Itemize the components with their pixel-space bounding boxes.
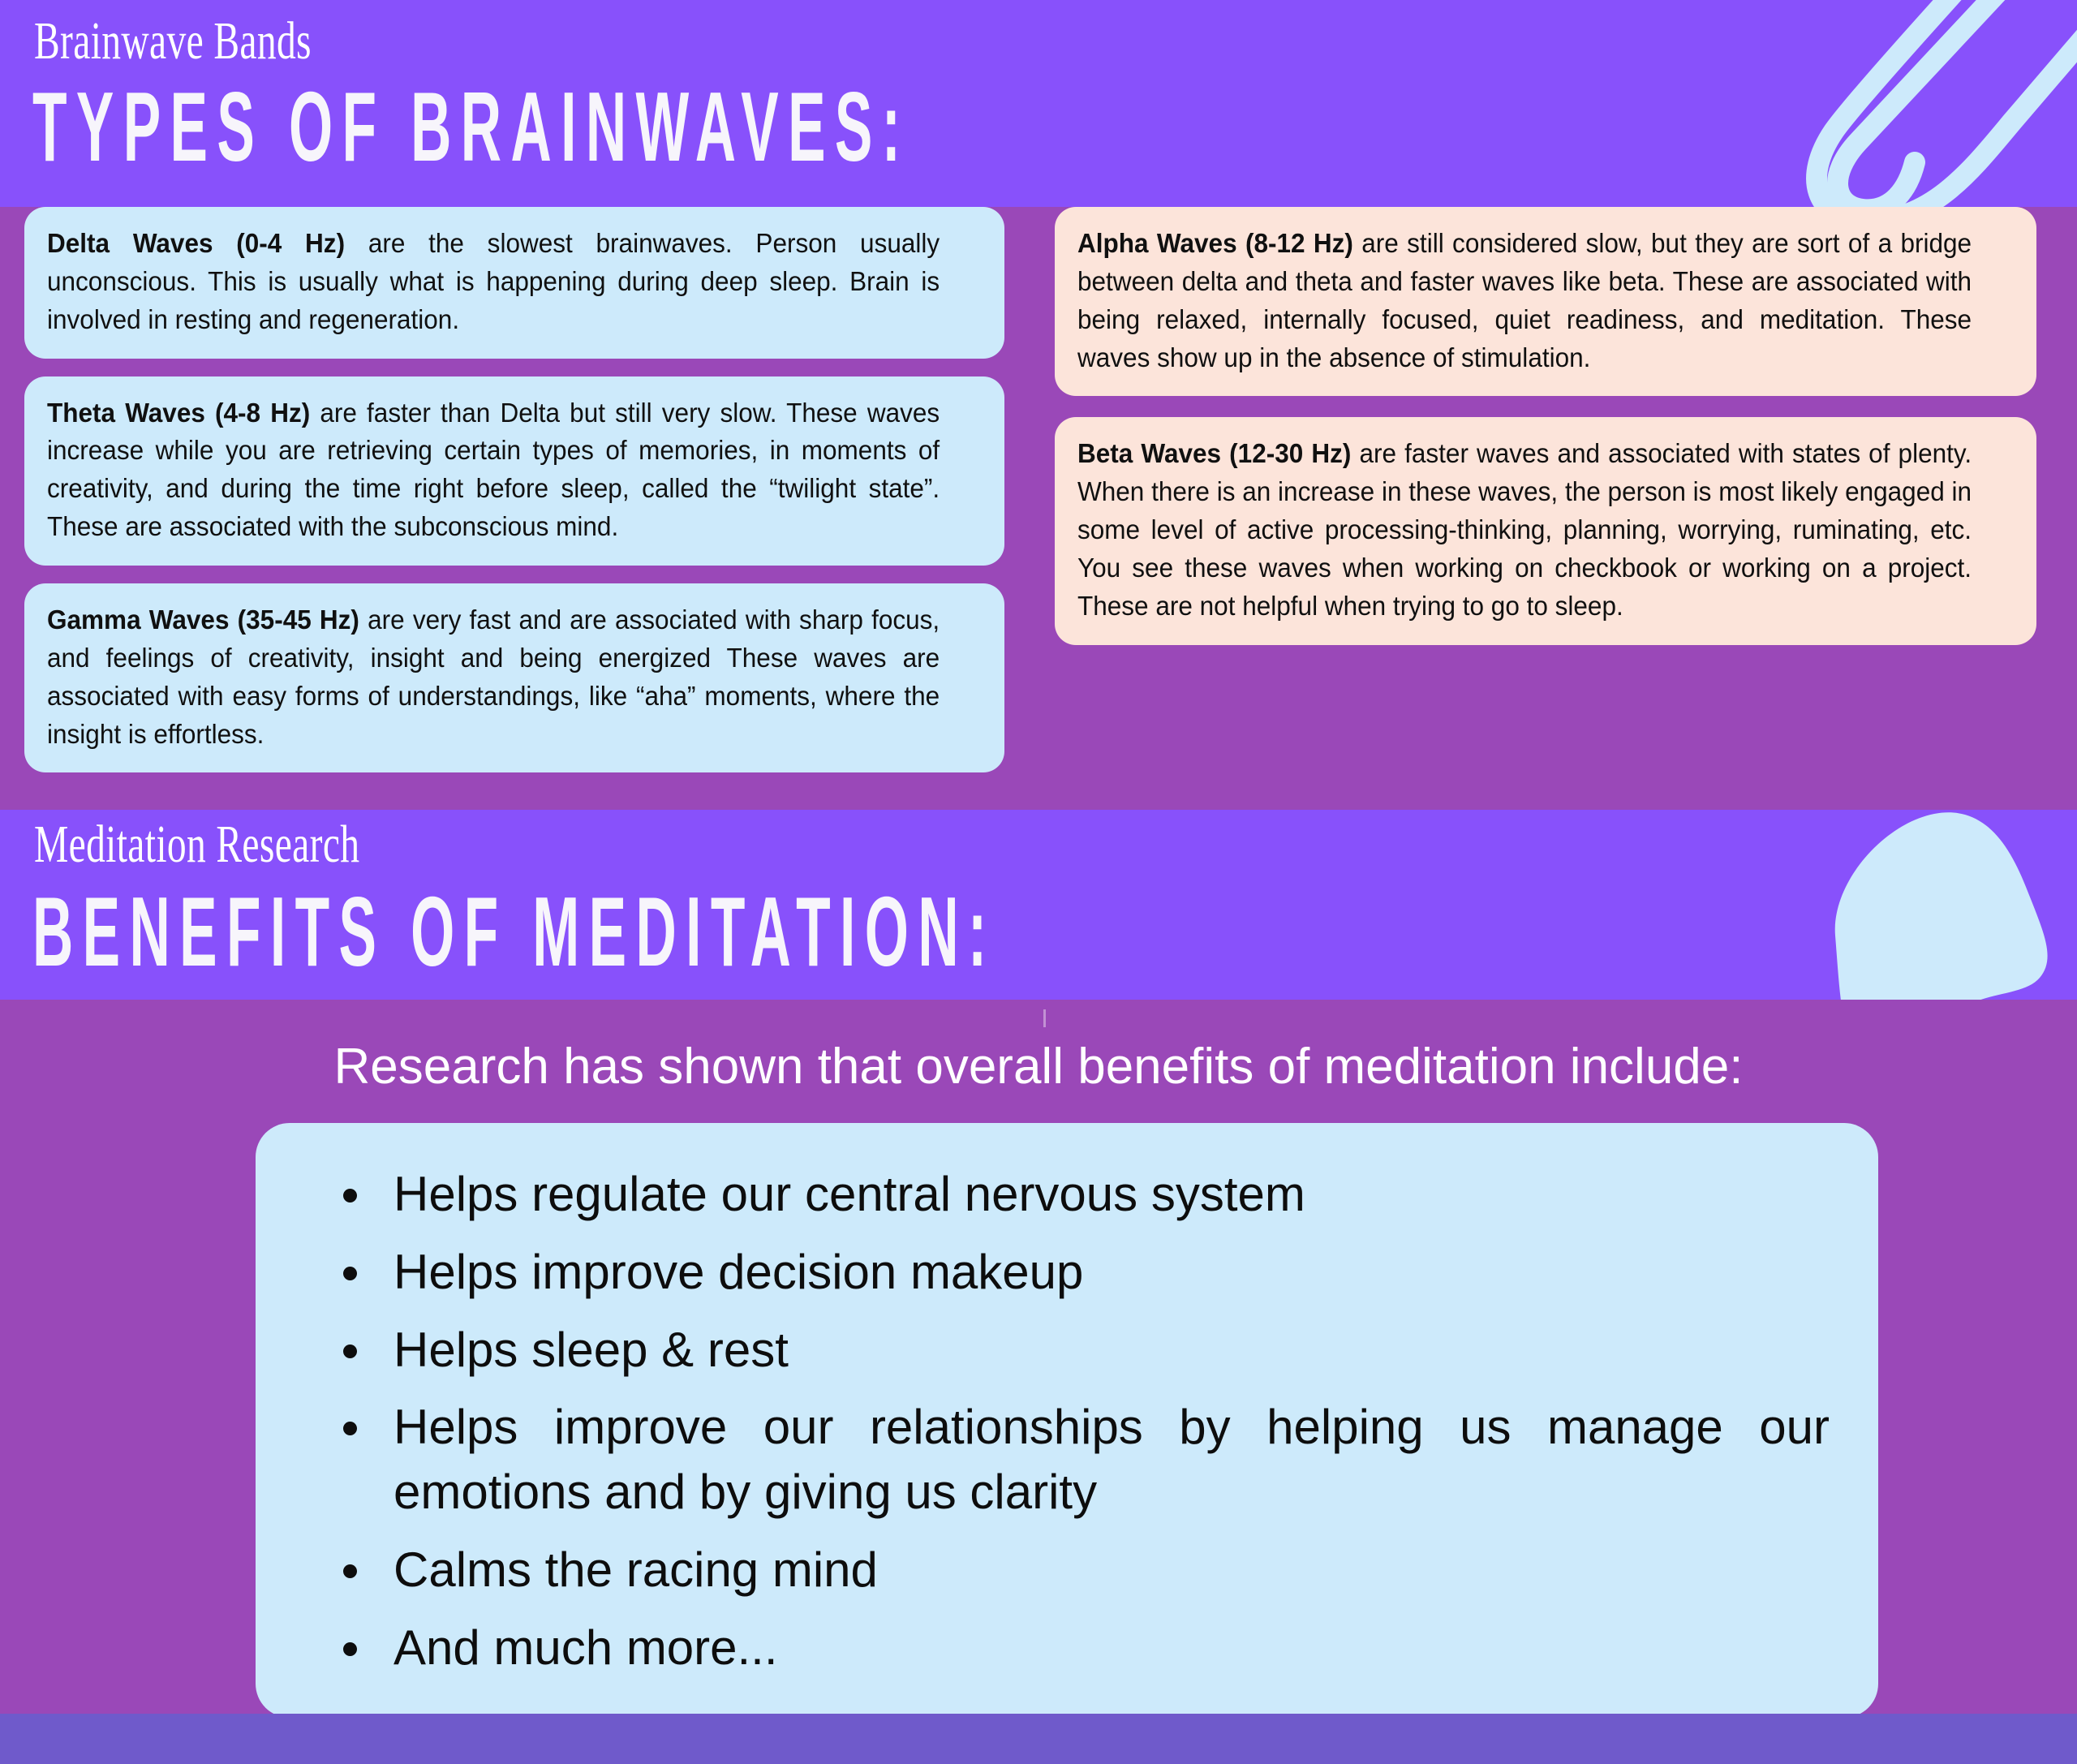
- brainwave-right-column: Alpha Waves (8-12 Hz) are still consider…: [1055, 207, 2036, 666]
- benefits-area: Research has shown that overall benefits…: [0, 1000, 2077, 1718]
- benefits-lead-line: Research has shown that overall benefits…: [333, 1039, 1744, 1095]
- beta-waves-body: are faster waves and associated with sta…: [1077, 438, 1972, 621]
- gamma-waves-body: are very fast and are associated with sh…: [47, 604, 940, 749]
- list-item: Helps improve our relationships by helpi…: [304, 1395, 1830, 1525]
- list-item: Helps improve decision makeup: [304, 1240, 1830, 1305]
- theta-waves-body: are faster than Delta but still very slo…: [47, 397, 940, 542]
- alpha-waves-card: Alpha Waves (8-12 Hz) are still consider…: [1055, 207, 2036, 397]
- benefits-card: Helps regulate our central nervous syste…: [256, 1123, 1878, 1718]
- theta-waves-lead: Theta Waves (4-8 Hz): [47, 397, 311, 428]
- meditation-eyebrow-title: Meditation Research: [34, 815, 360, 874]
- alpha-waves-body: are still considered slow, but they are …: [1077, 228, 1972, 372]
- alpha-waves-lead: Alpha Waves (8-12 Hz): [1077, 228, 1353, 258]
- beta-waves-card: Beta Waves (12-30 Hz) are faster waves a…: [1055, 417, 2036, 645]
- gamma-waves-card: Gamma Waves (35-45 Hz) are very fast and…: [24, 583, 1004, 773]
- meditation-main-heading: BENEFITS OF MEDITATION:: [32, 876, 996, 987]
- beta-waves-lead: Beta Waves (12-30 Hz): [1077, 438, 1352, 469]
- brainwave-cards-area: Delta Waves (0-4 Hz) are the slowest bra…: [0, 207, 2077, 810]
- benefits-list: Helps regulate our central nervous syste…: [304, 1162, 1830, 1680]
- gamma-waves-text: Gamma Waves (35-45 Hz) are very fast and…: [47, 601, 940, 753]
- list-item: Helps regulate our central nervous syste…: [304, 1162, 1830, 1227]
- delta-waves-card: Delta Waves (0-4 Hz) are the slowest bra…: [24, 207, 1004, 359]
- paperclip-icon: [1806, 0, 2077, 207]
- beta-waves-text: Beta Waves (12-30 Hz) are faster waves a…: [1077, 435, 1972, 625]
- text-caret-artifact: [1043, 1009, 1046, 1027]
- brainwave-main-heading: TYPES OF BRAINWAVES:: [32, 71, 910, 183]
- list-item: Helps sleep & rest: [304, 1318, 1830, 1383]
- delta-waves-body: are the slowest brainwaves. Person usual…: [47, 228, 940, 334]
- blob-shape-icon: [1834, 812, 2048, 1000]
- delta-waves-lead: Delta Waves (0-4 Hz): [47, 228, 346, 258]
- brainwave-header-band: Brainwave Bands TYPES OF BRAINWAVES:: [0, 0, 2077, 207]
- footer-bar: [0, 1714, 2077, 1764]
- list-item: And much more...: [304, 1616, 1830, 1680]
- gamma-waves-lead: Gamma Waves (35-45 Hz): [47, 604, 359, 635]
- meditation-header-band: Meditation Research BENEFITS OF MEDITATI…: [0, 810, 2077, 1000]
- list-item: Calms the racing mind: [304, 1538, 1830, 1603]
- alpha-waves-text: Alpha Waves (8-12 Hz) are still consider…: [1077, 225, 1972, 376]
- theta-waves-card: Theta Waves (4-8 Hz) are faster than Del…: [24, 376, 1004, 566]
- theta-waves-text: Theta Waves (4-8 Hz) are faster than Del…: [47, 394, 940, 546]
- delta-waves-text: Delta Waves (0-4 Hz) are the slowest bra…: [47, 225, 940, 339]
- brainwave-eyebrow-title: Brainwave Bands: [34, 11, 312, 71]
- brainwave-left-column: Delta Waves (0-4 Hz) are the slowest bra…: [24, 207, 1004, 790]
